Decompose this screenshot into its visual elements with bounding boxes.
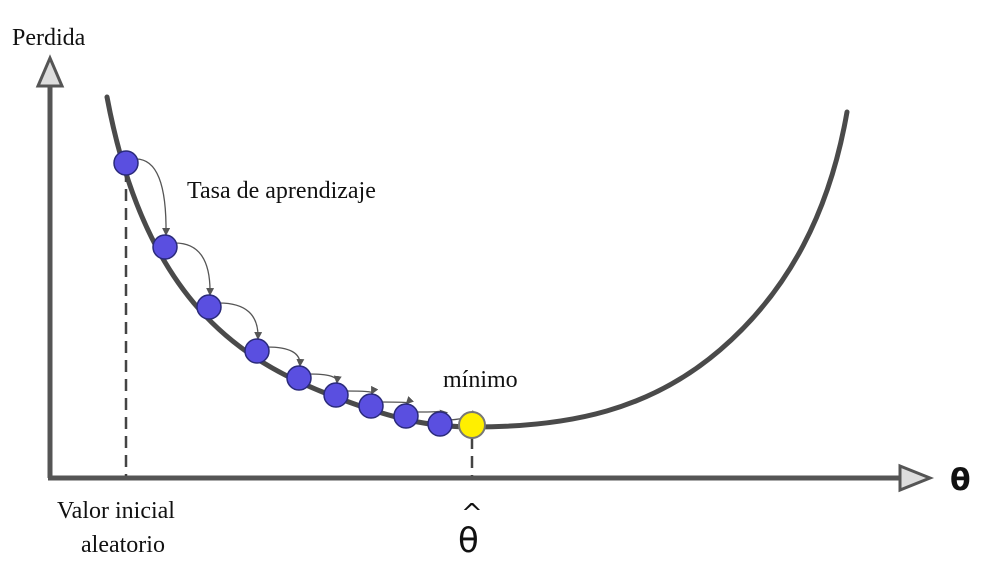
- step-arrow: [308, 373, 342, 384]
- step-point: [427, 411, 453, 437]
- start-value-label-line2: aleatorio: [81, 532, 165, 558]
- y-axis-label: Perdida: [12, 25, 86, 51]
- step-point: [244, 338, 270, 364]
- step-arrow: [380, 395, 415, 405]
- step-point: [358, 393, 384, 419]
- step-arrow: [218, 302, 263, 340]
- theta-hat-accent: ^: [461, 499, 483, 529]
- x-axis-label: θ: [950, 463, 971, 498]
- learning-rate-label: Tasa de aprendizaje: [187, 178, 376, 204]
- step-point: [196, 294, 222, 320]
- x-axis-arrowhead: [898, 463, 935, 493]
- step-point: [113, 150, 139, 176]
- step-arrow: [174, 242, 215, 296]
- step-point: [152, 234, 178, 260]
- start-value-label-line1: Valor inicial: [57, 498, 175, 524]
- step-arrow: [415, 409, 449, 419]
- descent-steps: [113, 150, 478, 437]
- step-arrow: [266, 346, 305, 367]
- theta-hat-label: θ: [458, 521, 479, 561]
- step-arrow: [345, 385, 379, 395]
- y-axis: [35, 54, 65, 478]
- y-axis-arrowhead: [35, 54, 65, 88]
- step-arrow: [135, 158, 171, 236]
- step-point: [286, 365, 312, 391]
- step-point: [393, 403, 419, 429]
- minimum-label: mínimo: [443, 367, 518, 393]
- x-axis: [48, 463, 935, 493]
- step-point: [323, 382, 349, 408]
- minimum-point: [458, 411, 486, 439]
